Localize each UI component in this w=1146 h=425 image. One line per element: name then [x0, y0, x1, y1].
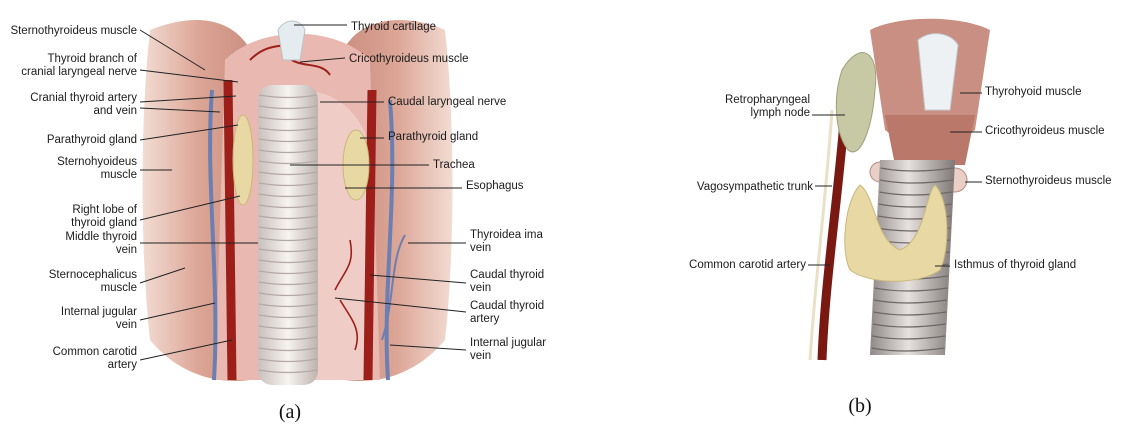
label-line: Common carotid — [53, 346, 137, 358]
label-line: vein — [116, 319, 137, 331]
label-b-right-3: Isthmus of thyroid gland — [954, 259, 1076, 271]
label-line: Thyroid branch of — [48, 53, 138, 65]
label-a-right-4: Trachea — [433, 159, 475, 171]
label-line: Thyrohyoid muscle — [985, 86, 1082, 98]
label-line: artery — [108, 359, 138, 371]
common-carotid-artery — [822, 110, 845, 360]
label-line: Cricothyroideus muscle — [349, 53, 469, 65]
label-b-left-0: Retropharyngeallymph node — [725, 94, 810, 119]
label-line: Esophagus — [466, 180, 524, 192]
caption-a: (a) — [279, 401, 301, 423]
label-line: Cricothyroideus muscle — [985, 125, 1105, 137]
common-carotid-artery-right — [368, 90, 372, 380]
label-line: Cranial thyroid artery — [30, 92, 137, 104]
label-line: Vagosympathetic trunk — [697, 181, 813, 193]
label-line: Trachea — [433, 159, 475, 171]
label-line: Caudal thyroid — [470, 300, 544, 312]
label-line: Common carotid artery — [689, 259, 806, 271]
label-line: Internal jugular — [470, 337, 546, 349]
label-line: Thyroidea ima — [470, 229, 543, 241]
retropharyngeal-lymph-node — [836, 53, 875, 152]
label-line: Sternohyoideus — [57, 156, 137, 168]
label-a-left-4: Sternohyoideusmuscle — [57, 156, 137, 181]
label-line: artery — [470, 313, 500, 325]
label-line: vein — [470, 282, 491, 294]
label-line: Caudal laryngeal nerve — [388, 96, 506, 108]
label-line: Isthmus of thyroid gland — [954, 259, 1076, 271]
label-line: Sternothyroideus muscle — [10, 25, 137, 37]
label-line: Retropharyngeal — [725, 94, 810, 106]
label-a-right-0: Thyroid cartilage — [351, 21, 436, 33]
label-b-right-0: Thyrohyoid muscle — [985, 86, 1082, 98]
label-line: Parathyroid gland — [388, 131, 478, 143]
label-line: Sternothyroideus muscle — [985, 175, 1112, 187]
label-line: Right lobe of — [72, 204, 137, 216]
cricothyroideus-muscle — [885, 115, 975, 165]
label-a-right-3: Parathyroid gland — [388, 131, 478, 143]
label-line: Caudal thyroid — [470, 269, 544, 281]
label-line: Thyroid cartilage — [351, 21, 436, 33]
label-b-right-2: Sternothyroideus muscle — [985, 175, 1112, 187]
label-a-left-0: Sternothyroideus muscle — [10, 25, 137, 37]
label-line: muscle — [101, 169, 137, 181]
label-line: and vein — [94, 105, 137, 117]
label-b-left-2: Common carotid artery — [689, 259, 806, 271]
right-lobe-thyroid-gland — [233, 115, 253, 205]
label-b-left-1: Vagosympathetic trunk — [697, 181, 813, 193]
thyroid-cartilage — [278, 21, 305, 60]
label-a-right-2: Caudal laryngeal nerve — [388, 96, 506, 108]
panel-a-illustration — [143, 20, 453, 385]
label-line: vein — [116, 244, 137, 256]
label-a-right-5: Esophagus — [466, 180, 524, 192]
label-line: vein — [470, 242, 491, 254]
label-b-right-1: Cricothyroideus muscle — [985, 125, 1105, 137]
panel-b-illustration — [810, 19, 990, 360]
label-line: cranial laryngeal nerve — [21, 66, 137, 78]
label-line: Middle thyroid — [65, 231, 137, 243]
label-a-right-1: Cricothyroideus muscle — [349, 53, 469, 65]
label-a-left-1: Thyroid branch ofcranial laryngeal nerve — [21, 53, 137, 78]
label-line: muscle — [101, 282, 137, 294]
common-carotid-artery-left — [228, 80, 232, 380]
label-line: Parathyroid gland — [47, 134, 137, 146]
label-line: Sternocephalicus — [49, 269, 137, 281]
label-a-left-3: Parathyroid gland — [47, 134, 137, 146]
label-line: vein — [470, 350, 491, 362]
label-line: lymph node — [751, 107, 810, 119]
label-line: Internal jugular — [61, 306, 137, 318]
caption-b: (b) — [848, 395, 871, 417]
label-line: thyroid gland — [71, 217, 137, 229]
